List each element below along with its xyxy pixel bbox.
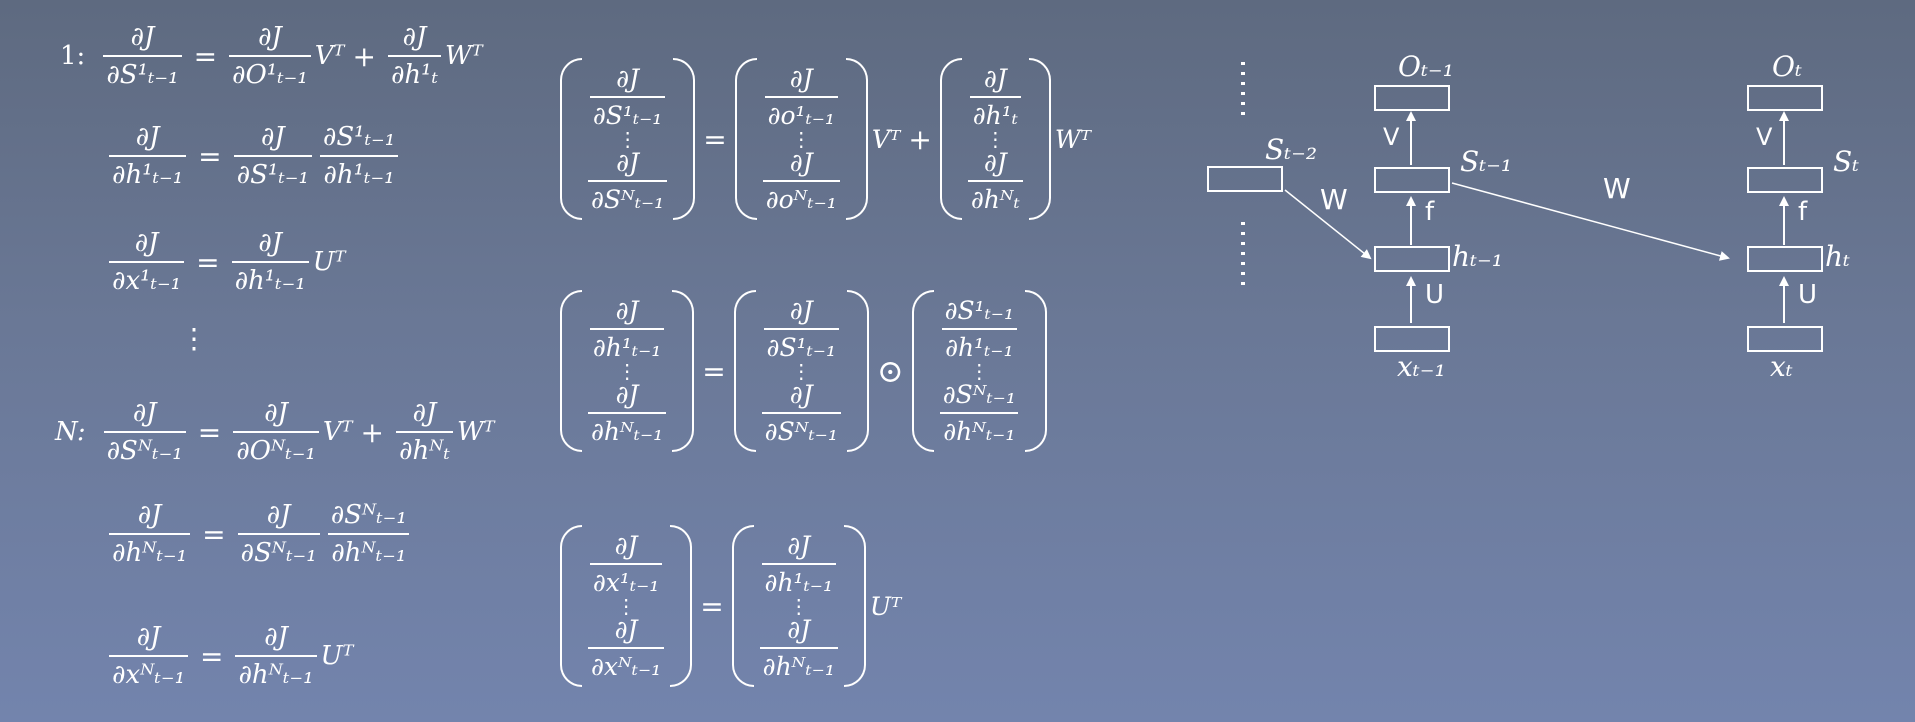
label-h-t: hₜ <box>1825 240 1850 273</box>
vector: ∂S¹ₜ₋₁∂h¹ₜ₋₁ ⋮ ∂Sᴺₜ₋₁∂hᴺₜ₋₁ <box>911 290 1047 452</box>
vector: ∂J∂S¹ₜ₋₁ ⋮ ∂J∂Sᴺₜ₋₁ <box>560 58 696 220</box>
node-h-t <box>1747 246 1823 272</box>
arrow-w-left <box>1284 189 1372 260</box>
equation-n-c: ∂J∂xᴺₜ₋₁ = ∂J∂hᴺₜ₋₁ Uᵀ <box>105 622 353 690</box>
frac: ∂J∂S¹ₜ₋₁ <box>103 22 182 90</box>
node-s-t-minus-1 <box>1374 167 1450 193</box>
label-f-right: f <box>1798 197 1808 227</box>
label-f-left: f <box>1425 197 1435 227</box>
label-1: 1: <box>60 41 86 71</box>
equation-1-b: ∂J∂h¹ₜ₋₁ = ∂J∂S¹ₜ₋₁ ∂S¹ₜ₋₁∂h¹ₜ₋₁ <box>105 122 402 190</box>
label-v-right: V <box>1756 123 1773 151</box>
label-s-t: Sₜ <box>1833 145 1860 178</box>
vector: ∂J∂h¹ₜ ⋮ ∂J∂hᴺₜ <box>939 58 1051 220</box>
matrix-equation-1: ∂J∂S¹ₜ₋₁ ⋮ ∂J∂Sᴺₜ₋₁ = ∂J∂o¹ₜ₋₁ ⋮ ∂J∂oᴺₜ₋… <box>560 58 1091 220</box>
label-w-left: W <box>1320 183 1348 216</box>
ellipsis: ⋮ <box>180 322 208 355</box>
node-x-t-minus-1 <box>1374 326 1450 352</box>
vector: ∂J∂S¹ₜ₋₁ ⋮ ∂J∂Sᴺₜ₋₁ <box>733 290 869 452</box>
equation-1-a: 1: ∂J∂S¹ₜ₋₁ = ∂J∂O¹ₜ₋₁ Vᵀ + ∂J∂h¹ₜ Wᵀ <box>60 22 483 90</box>
node-s-t <box>1747 167 1823 193</box>
label-u-left: U <box>1425 280 1445 310</box>
matrix-equation-3: ∂J∂x¹ₜ₋₁ ⋮ ∂J∂xᴺₜ₋₁ = ∂J∂h¹ₜ₋₁ ⋮ ∂J∂hᴺₜ₋… <box>560 525 901 687</box>
arrow-w-right <box>1451 182 1730 261</box>
matrix-equation-2: ∂J∂h¹ₜ₋₁ ⋮ ∂J∂hᴺₜ₋₁ = ∂J∂S¹ₜ₋₁ ⋮ ∂J∂Sᴺₜ₋… <box>560 290 1047 452</box>
label-n: N: <box>55 417 86 447</box>
vector: ∂J∂o¹ₜ₋₁ ⋮ ∂J∂oᴺₜ₋₁ <box>734 58 868 220</box>
label-h-t-minus-1: hₜ₋₁ <box>1452 240 1503 273</box>
label-s-t-minus-2: Sₜ₋₂ <box>1265 133 1318 166</box>
hadamard-operator: ⊙ <box>876 352 904 390</box>
equation-1-c: ∂J∂x¹ₜ₋₁ = ∂J∂h¹ₜ₋₁ Uᵀ <box>105 228 346 296</box>
label-s-t-minus-1: Sₜ₋₁ <box>1460 145 1513 178</box>
label-u-right: U <box>1798 280 1818 310</box>
label-o-t-minus-1: Oₜ₋₁ <box>1398 50 1454 83</box>
node-o-t-minus-1 <box>1374 85 1450 111</box>
label-o-t: Oₜ <box>1772 50 1802 83</box>
label-x-t: xₜ <box>1770 350 1793 383</box>
equation-n-b: ∂J∂hᴺₜ₋₁ = ∂J∂Sᴺₜ₋₁ ∂Sᴺₜ₋₁∂hᴺₜ₋₁ <box>105 500 414 568</box>
vector: ∂J∂h¹ₜ₋₁ ⋮ ∂J∂hᴺₜ₋₁ <box>731 525 866 687</box>
vector: ∂J∂h¹ₜ₋₁ ⋮ ∂J∂hᴺₜ₋₁ <box>560 290 695 452</box>
label-w-right: W <box>1603 172 1631 205</box>
vector: ∂J∂x¹ₜ₋₁ ⋮ ∂J∂xᴺₜ₋₁ <box>560 525 693 687</box>
node-x-t <box>1747 326 1823 352</box>
node-h-t-minus-1 <box>1374 246 1450 272</box>
label-v-left: V <box>1383 123 1400 151</box>
label-x-t-minus-1: xₜ₋₁ <box>1397 350 1446 383</box>
equation-n-a: N: ∂J∂Sᴺₜ₋₁ = ∂J∂Oᴺₜ₋₁ Vᵀ + ∂J∂hᴺₜ Wᵀ <box>55 398 495 466</box>
node-o-t <box>1747 85 1823 111</box>
node-s-t-minus-2 <box>1207 166 1283 192</box>
